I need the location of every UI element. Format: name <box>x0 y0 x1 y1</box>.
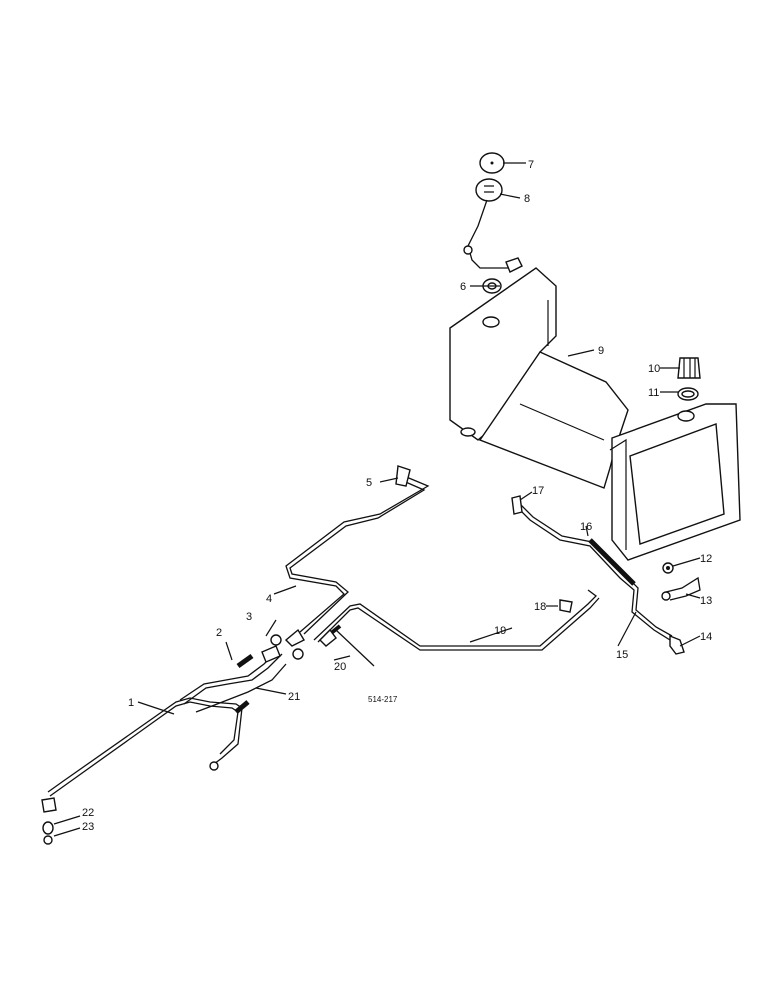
callout-3: 3 <box>246 611 252 623</box>
callout-8: 8 <box>524 193 530 205</box>
washer-23 <box>42 821 54 845</box>
callout-17: 17 <box>532 485 544 497</box>
callout-5-upper: 5 <box>366 477 372 489</box>
filler-cap <box>479 152 505 174</box>
callout-10: 10 <box>648 363 660 375</box>
callout-15: 15 <box>616 649 628 661</box>
callout-11: 11 <box>648 387 659 399</box>
callout-6: 6 <box>460 281 466 293</box>
clip-18 <box>559 599 573 613</box>
callout-19: 19 <box>494 625 506 637</box>
spring-2 <box>234 653 254 714</box>
leader-lines <box>53 162 701 837</box>
callout-13: 13 <box>700 595 712 607</box>
bleed-screw-20 <box>319 624 375 667</box>
callout-16: 16 <box>580 521 592 533</box>
fuel-tank <box>449 267 741 561</box>
callout-21: 21 <box>288 691 300 703</box>
callout-22: 22 <box>82 807 94 819</box>
banjo-5 <box>209 761 219 771</box>
sealing-ring-11 <box>677 387 699 401</box>
nut-22 <box>41 797 57 813</box>
fuel-gauge-sender <box>463 178 523 273</box>
nut-12 <box>662 562 674 574</box>
callout-9: 9 <box>598 345 604 357</box>
callout-4: 4 <box>266 593 272 605</box>
callout-18: 18 <box>534 601 546 613</box>
fuel-pipe-1 <box>47 697 243 797</box>
sediment-strainer-16 <box>588 538 636 586</box>
nut-3 <box>261 628 305 663</box>
fuel-pipe-19 <box>313 589 600 651</box>
elbow-13 <box>661 576 701 601</box>
callout-12: 12 <box>700 553 712 565</box>
figure-reference-code: 514-217 <box>368 695 398 704</box>
callout-2: 2 <box>216 627 222 639</box>
callout-7: 7 <box>528 159 534 171</box>
fitting-17 <box>511 495 523 515</box>
callout-1: 1 <box>128 697 134 709</box>
callout-23: 23 <box>82 821 94 833</box>
valve-14 <box>669 634 685 655</box>
callout-20: 20 <box>334 661 346 673</box>
callout-14: 14 <box>700 631 712 643</box>
filler-cap-10 <box>677 357 701 379</box>
